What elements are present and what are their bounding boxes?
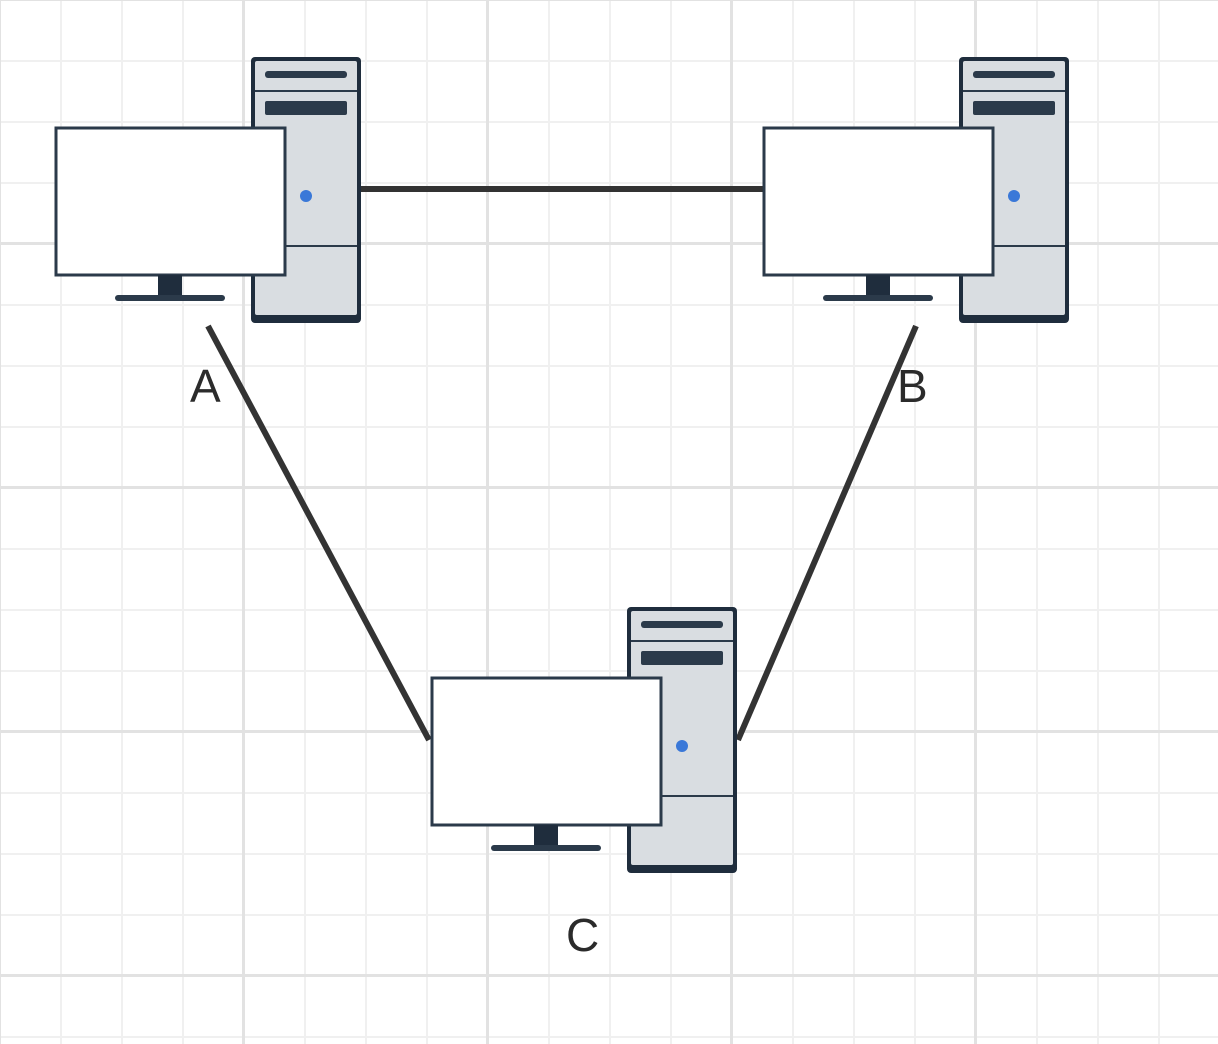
computer-c-icon[interactable] [430, 605, 739, 875]
computer-a-icon[interactable] [54, 55, 363, 325]
node-label-c: C [566, 909, 599, 961]
node-label-a: A [190, 360, 221, 412]
link-b-c [735, 324, 919, 742]
link-a-c [205, 324, 432, 742]
node-label-b: B [897, 360, 928, 412]
computer-b-icon[interactable] [762, 55, 1071, 325]
